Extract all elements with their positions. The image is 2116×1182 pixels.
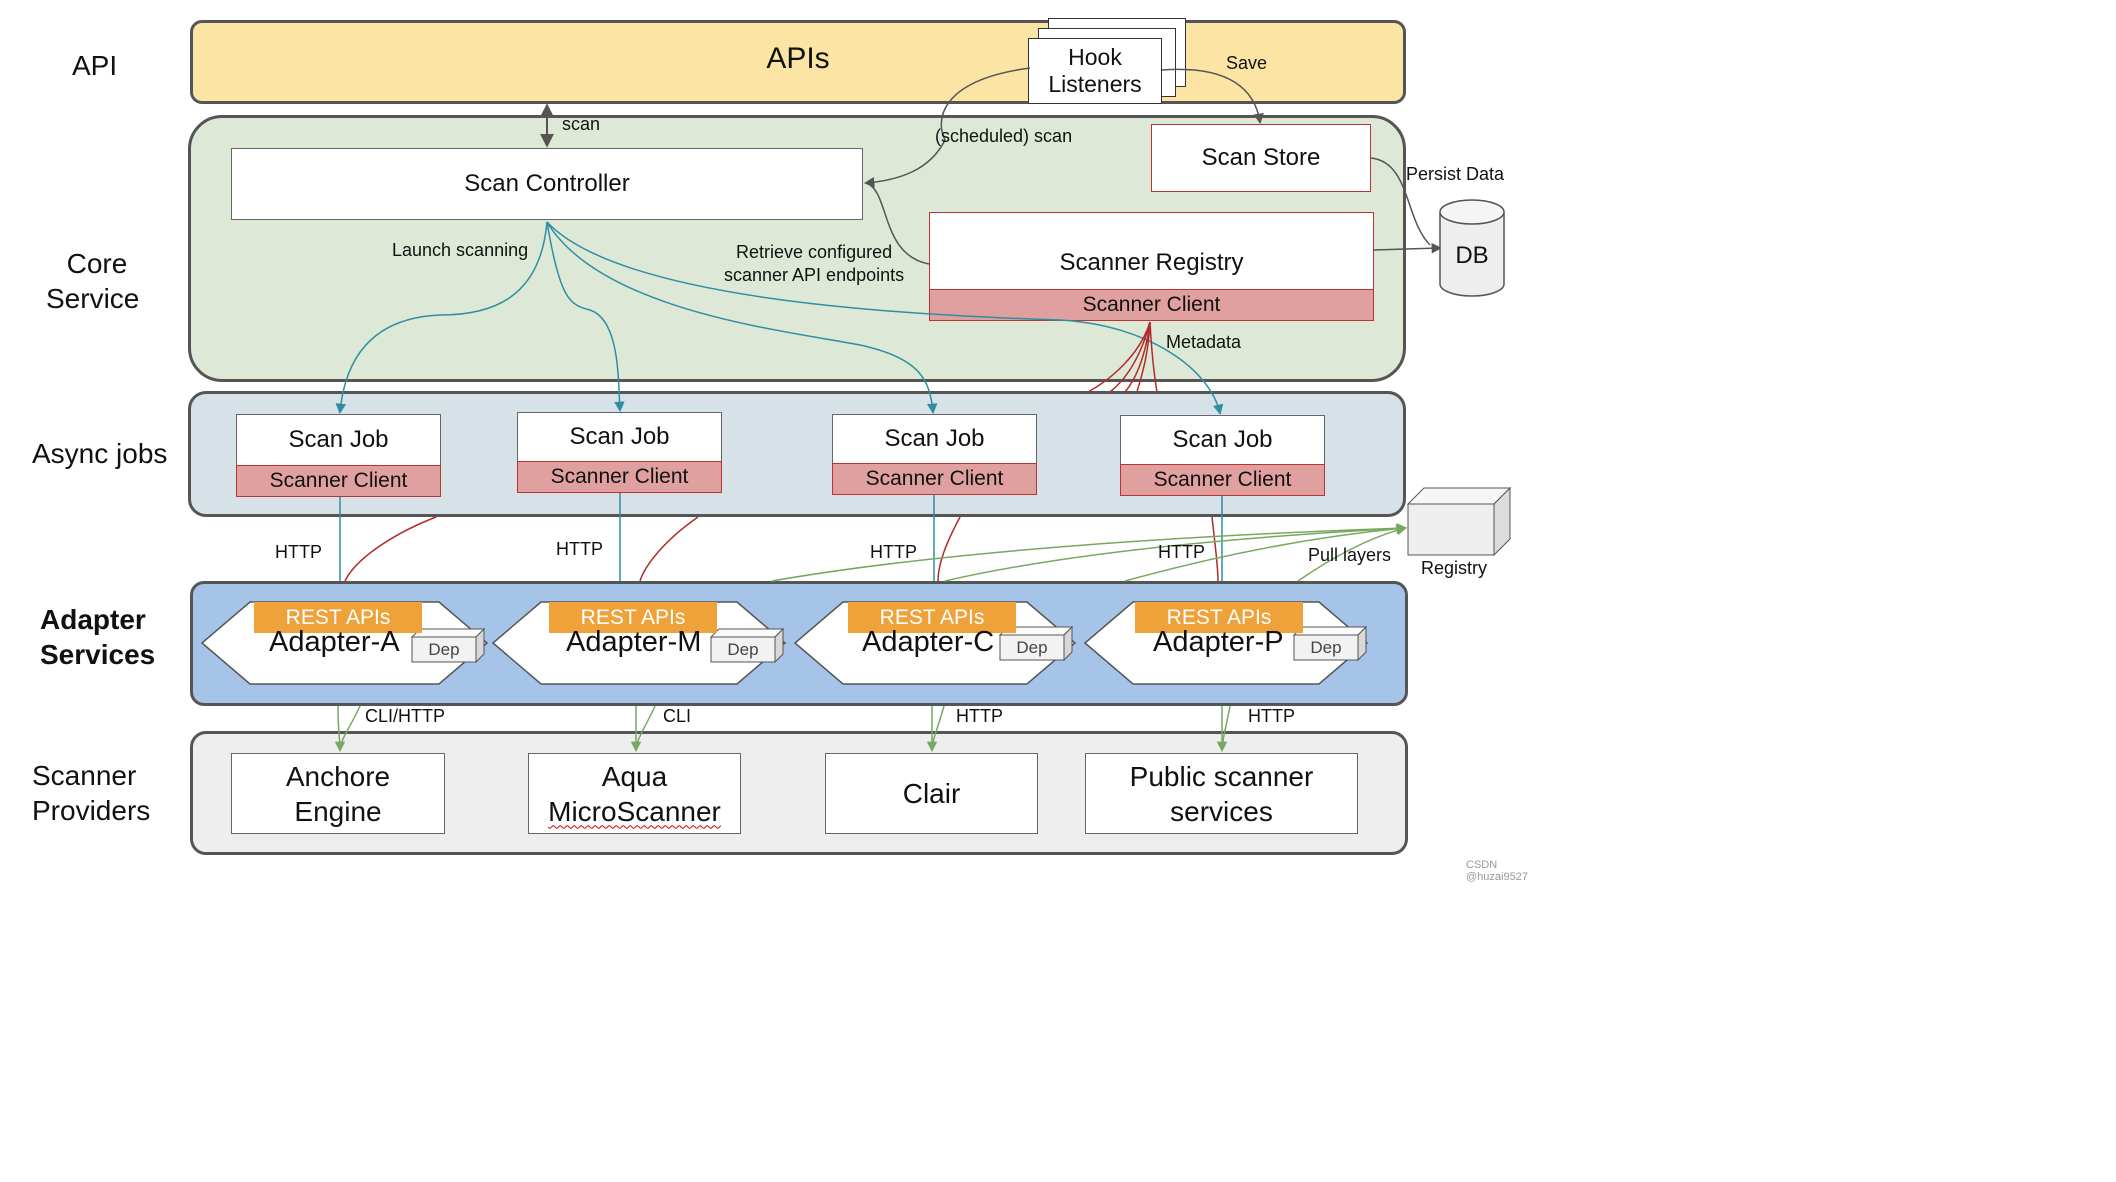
watermark: CSDN @huzai9527: [1466, 859, 1528, 883]
save-connector: [1161, 68, 1264, 125]
launch-line-job-m: [546, 221, 625, 413]
adapter-rest-apis-badge: REST APIs: [254, 602, 422, 633]
adapter-name: Adapter-P: [1153, 626, 1284, 658]
adapter-rest-apis-badge: REST APIs: [1135, 602, 1303, 633]
launch-line-job-p: [546, 221, 1224, 416]
adapter-name: Adapter-M: [566, 626, 702, 658]
launch-line-job-a: [335, 221, 548, 415]
adapter-dep-box: Dep: [1310, 637, 1342, 657]
http-label: HTTP: [1248, 706, 1295, 726]
diagram-connectors: [200, 67, 1512, 753]
scan-job-box: Scan Job: [236, 414, 441, 466]
scan-job-client-bar: Scanner Client: [1120, 464, 1325, 496]
pull-layers-label: Pull layers: [1308, 545, 1392, 565]
launch-scanning-label: Launch scanning: [392, 240, 529, 260]
persist-connector-2: [1373, 243, 1443, 254]
adapter-rest-apis-badge: REST APIs: [848, 602, 1016, 633]
dep-box-side: [774, 627, 784, 664]
provider-clair: Clair: [825, 753, 1038, 834]
adapter-name: Adapter-A: [269, 626, 400, 658]
scan-job-box: Scan Job: [832, 414, 1037, 464]
pull-layers-line: [771, 523, 1408, 582]
db-cylinder: [1439, 199, 1505, 297]
metadata-line: [1149, 321, 1158, 393]
pull-layers-line: [944, 523, 1408, 582]
scan-job-box: Scan Job: [517, 412, 722, 462]
provider-link-a2: [339, 705, 361, 751]
metadata-line: [1109, 321, 1151, 393]
provider-link-m2: [635, 705, 656, 751]
http-label: HTTP: [956, 706, 1003, 726]
scan-job-client-bar: Scanner Client: [236, 465, 441, 497]
registry-label: Registry: [1421, 558, 1488, 578]
retrieve-connector: [865, 182, 930, 265]
adapter-rest-apis-badge: REST APIs: [549, 602, 717, 633]
layer-label-api: API: [72, 50, 118, 81]
http-label: HTTP: [556, 539, 603, 559]
dep-box-side: [1063, 625, 1073, 662]
metadata-line: [1136, 321, 1151, 393]
adapter-dep-box: Dep: [1016, 637, 1048, 657]
response-line: [937, 516, 961, 582]
dep-box-side: [475, 627, 485, 664]
pull-layers-line: [1297, 525, 1408, 582]
scan-label: scan: [562, 114, 601, 134]
save-label: Save: [1226, 53, 1268, 73]
dep-box-front: [999, 634, 1065, 661]
response-line: [1211, 516, 1219, 582]
dep-box-front: [1293, 634, 1359, 661]
dep-box-top: [709, 628, 785, 638]
scanner-registry-client-bar: Scanner Client: [929, 289, 1374, 321]
http-label: HTTP: [1158, 542, 1205, 562]
dep-box-side: [1357, 625, 1367, 662]
response-line: [639, 516, 699, 582]
scan-job-box: Scan Job: [1120, 415, 1325, 465]
provider-link-a: [334, 705, 346, 753]
layer-label-async-jobs: Async jobs: [32, 438, 168, 469]
provider-link-c2: [931, 705, 945, 751]
persist-connector-1: [1370, 157, 1431, 246]
launch-line-job-c: [546, 221, 938, 415]
http-label: HTTP: [275, 542, 322, 562]
cli-http-label: CLI/HTTP: [365, 706, 446, 726]
dep-box-front: [710, 636, 776, 663]
persist-data-label: Persist Data: [1406, 164, 1505, 184]
scheduled-scan-label: (scheduled) scan: [935, 126, 1073, 146]
scheduled-scan-connector: [863, 67, 1031, 188]
api-layer-panel: [190, 20, 1406, 104]
adapter-dep-box: Dep: [727, 639, 759, 659]
http-label: HTTP: [870, 542, 917, 562]
pull-layers-line: [1124, 523, 1408, 582]
metadata-line: [1087, 321, 1151, 393]
scan-job-client-bar: Scanner Client: [832, 463, 1037, 495]
scanner-registry-box: Scanner Registry: [929, 212, 1374, 290]
adapter-dep-box: Dep: [428, 639, 460, 659]
scan-controller-box: Scan Controller: [231, 148, 863, 220]
dep-box-top: [1292, 626, 1368, 636]
scan-store-box: Scan Store: [1151, 124, 1371, 192]
apis-title: APIs: [766, 42, 830, 75]
metadata-line: [1124, 321, 1151, 393]
provider-link-p2: [1221, 705, 1231, 751]
dep-box-front: [411, 636, 477, 663]
db-label: DB: [1455, 242, 1489, 269]
cli-label: CLI: [663, 706, 692, 726]
dep-box-top: [410, 628, 486, 638]
metadata-label: Metadata: [1166, 332, 1242, 352]
scan-job-client-bar: Scanner Client: [517, 461, 722, 493]
response-line: [344, 516, 437, 582]
registry-cube: [1406, 486, 1512, 557]
adapter-name: Adapter-C: [862, 626, 995, 658]
